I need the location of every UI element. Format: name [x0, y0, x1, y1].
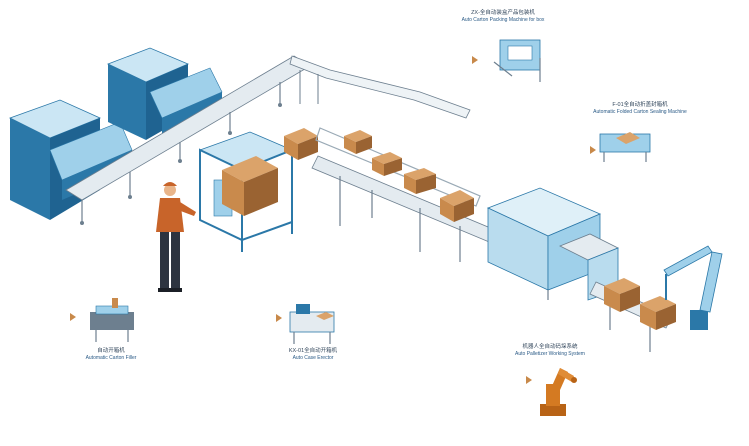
arrow-marker-icon — [70, 313, 76, 321]
caption-cn: ZX-全自动装盒产品包装机 — [471, 10, 535, 16]
outfeed-conveyor — [589, 278, 676, 352]
arrow-marker-icon — [590, 146, 596, 154]
caption-palletizer-system: 机器人全自动码垛系统 Auto Palletizer Working Syste… — [500, 344, 600, 357]
arrow-marker-icon — [526, 376, 532, 384]
caption-cn: F-01全自动折盖封箱机 — [612, 102, 668, 108]
carton-packing-machine — [472, 39, 541, 82]
arrow-marker-icon — [472, 56, 478, 64]
caption-cn: 机器人全自动码垛系统 — [522, 344, 578, 350]
caption-carton-packing-machine: ZX-全自动装盒产品包装机 Auto Carton Packing Machin… — [448, 10, 558, 23]
main-conveyor — [311, 127, 501, 262]
cartons-on-packer — [222, 128, 318, 216]
caption-folded-carton-sealer: F-01全自动折盖封箱机 Automatic Folded Carton Sea… — [582, 102, 698, 115]
worker-figure — [156, 182, 196, 292]
overhead-rail — [289, 55, 471, 119]
arrow-marker-icon — [276, 314, 282, 322]
caption-cn: KX-01全自动开箱机 — [288, 348, 338, 354]
top-feeder-machine — [106, 47, 223, 140]
carton-filler-machine — [70, 298, 134, 342]
caption-carton-filler: 自动开箱机 Automatic Carton Filler — [66, 348, 156, 361]
folded-carton-sealer — [590, 132, 651, 162]
case-erector-machine — [276, 304, 335, 344]
caption-en: Automatic Carton Filler — [85, 354, 137, 361]
caption-case-erector: KX-01全自动开箱机 Auto Case Erector — [270, 348, 356, 361]
caption-en: Automatic Folded Carton Sealing Machine — [593, 108, 687, 115]
orange-robot — [526, 368, 577, 416]
cartons-on-conveyor — [344, 130, 474, 222]
caption-en: Auto Carton Packing Machine for box — [461, 16, 545, 23]
caption-cn: 自动开箱机 — [97, 348, 125, 354]
caption-en: Auto Palletizer Working System — [515, 350, 585, 357]
caption-en: Auto Case Erector — [292, 354, 334, 361]
palletizer-arm — [663, 245, 723, 330]
